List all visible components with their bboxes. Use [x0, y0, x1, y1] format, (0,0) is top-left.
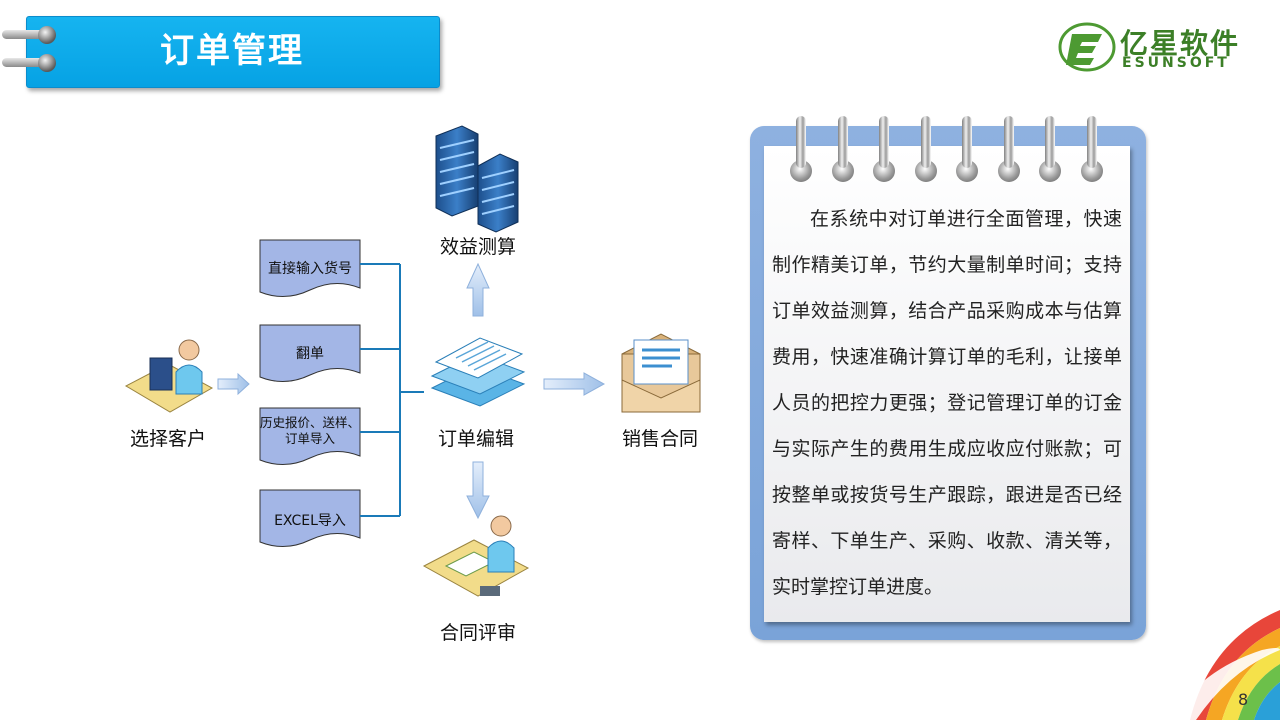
logo-name-cn: 亿星软件: [1120, 27, 1241, 60]
center-label: 订单编辑: [438, 428, 515, 450]
corner-swoosh-icon: [1170, 610, 1280, 720]
envelope-icon: [621, 333, 701, 413]
binder-ring-icon: [38, 26, 56, 44]
spiral-hole-icon: [873, 160, 895, 182]
spiral-hole-icon: [1039, 160, 1061, 182]
spiral-hole-icon: [832, 160, 854, 182]
review-label: 合同评审: [440, 622, 517, 644]
logo-name-en: ESUNSOFT: [1122, 55, 1230, 71]
input-label-4: EXCEL导入: [274, 513, 346, 529]
binder-ring-icon: [38, 54, 56, 72]
arrow-to-benefit: [466, 262, 490, 317]
spiral-wire-icon: [796, 116, 806, 168]
spiral-wire-icon: [1004, 116, 1014, 168]
spiral-wire-icon: [1087, 116, 1097, 168]
document-stack-icon: [430, 337, 526, 407]
input-document-3: [259, 407, 361, 465]
title-banner: [26, 16, 440, 88]
review-person-icon: [422, 515, 530, 597]
input-document-1: [259, 239, 361, 297]
spiral-hole-icon: [915, 160, 937, 182]
input-label-2: 翻单: [296, 346, 324, 362]
spiral-wire-icon: [1045, 116, 1055, 168]
description-paragraph: 在系统中对订单进行全面管理，快速制作精美订单，节约大量制单时间；支持订单效益测算…: [772, 208, 1122, 598]
spiral-hole-icon: [790, 160, 812, 182]
page-title: 订单管理: [160, 31, 304, 71]
customer-label: 选择客户: [130, 428, 207, 450]
contract-label: 销售合同: [622, 428, 699, 450]
spiral-hole-icon: [998, 160, 1020, 182]
input-label-3: 历史报价、送样、订单导入: [260, 415, 361, 446]
spiral-wire-icon: [879, 116, 889, 168]
server-icon: [435, 125, 519, 233]
customer-person-icon: [124, 339, 214, 413]
spiral-wire-icon: [962, 116, 972, 168]
esunsoft-logo-icon: [1058, 22, 1116, 72]
binder-ring-icon: [2, 58, 54, 67]
input-connectors: [360, 263, 424, 517]
input-document-2: [259, 324, 361, 382]
spiral-hole-icon: [956, 160, 978, 182]
spiral-wire-icon: [838, 116, 848, 168]
spiral-hole-icon: [1081, 160, 1103, 182]
arrow-to-review: [466, 461, 490, 520]
binder-ring-icon: [2, 30, 54, 39]
input-label-1: 直接输入货号: [268, 261, 352, 277]
page-number: 8: [1238, 690, 1249, 709]
benefit-label: 效益测算: [440, 236, 517, 258]
arrow-customer-to-inputs: [217, 372, 250, 396]
spiral-wire-icon: [921, 116, 931, 168]
input-document-4: [259, 489, 361, 547]
description-text: 在系统中对订单进行全面管理，快速制作精美订单，节约大量制单时间；支持订单效益测算…: [772, 196, 1122, 610]
arrow-to-contract: [543, 372, 606, 396]
notebook-page: [764, 146, 1130, 622]
